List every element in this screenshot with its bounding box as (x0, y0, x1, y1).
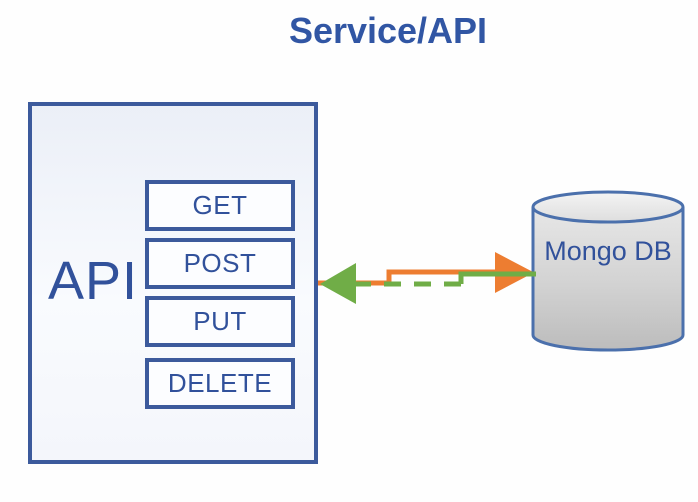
method-box-delete: DELETE (145, 358, 295, 409)
arrow-api-to-db (318, 252, 534, 293)
arrow-api-to-db-head-icon (495, 252, 534, 293)
method-box-put: PUT (145, 296, 295, 347)
arrow-db-to-api-solid-line (458, 271, 536, 284)
mongodb-cylinder-body (531, 207, 685, 352)
method-put-label: PUT (193, 306, 247, 336)
method-post-label: POST (183, 248, 257, 278)
api-box-label: API (48, 251, 139, 311)
mongodb-label: Mongo DB (544, 236, 672, 266)
api-service-box: API GET POST PUT DELETE (28, 102, 318, 464)
arrow-db-to-api-head-icon (320, 263, 356, 304)
method-get-label: GET (192, 190, 248, 220)
arrow-api-to-db-line (318, 269, 495, 286)
method-box-post: POST (145, 238, 295, 289)
mongodb-cylinder (531, 190, 685, 352)
arrow-db-to-api (320, 263, 536, 304)
diagram-title: Service/API (288, 10, 488, 51)
method-box-get: GET (145, 180, 295, 231)
mongodb-cylinder-top (531, 190, 685, 224)
method-delete-label: DELETE (167, 368, 273, 398)
